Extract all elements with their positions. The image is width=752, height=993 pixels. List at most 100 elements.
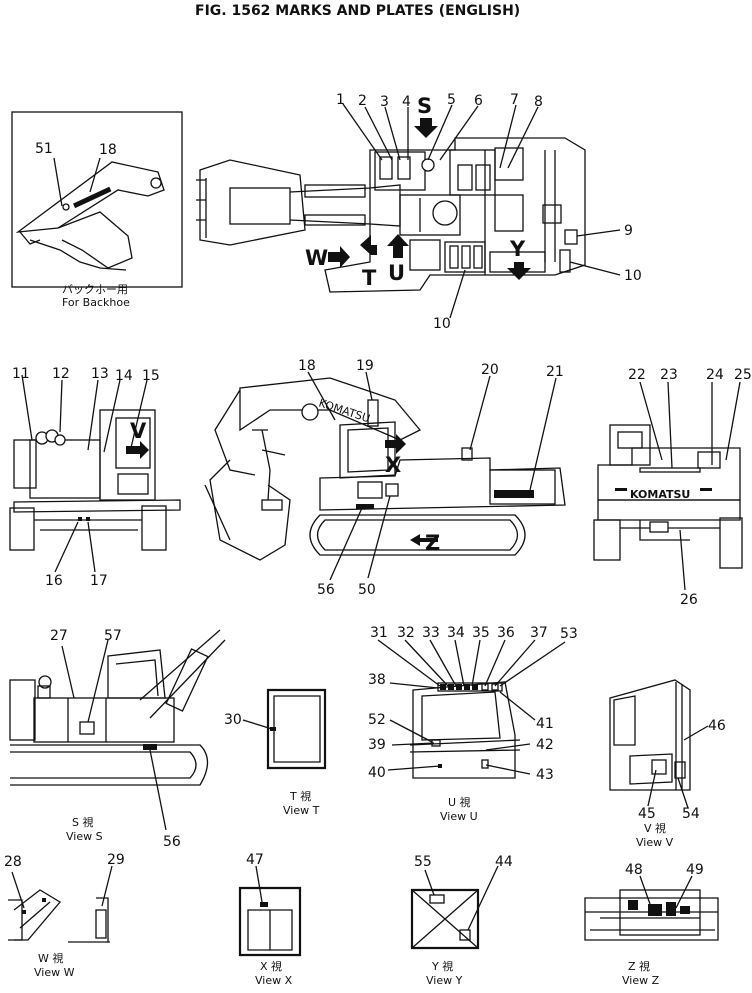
callout-16: 16: [45, 573, 63, 589]
callout-52: 52: [368, 712, 386, 728]
callout-42: 42: [536, 737, 554, 753]
callout-46: 46: [708, 718, 726, 734]
inset-caption-jp: バックホー用: [62, 283, 128, 296]
view-w-label-jp: W 視: [38, 951, 63, 965]
callout-55: 55: [414, 854, 432, 870]
callout-47: 47: [246, 852, 264, 868]
view-s: 27 57 56 S 視 View S: [9, 628, 226, 850]
callout-23: 23: [660, 367, 678, 383]
callout-19: 19: [356, 358, 374, 374]
callout-25: 25: [734, 367, 752, 383]
callout-51: 51: [35, 141, 53, 157]
view-y-label-jp: Y 視: [431, 959, 453, 973]
figure-title: FIG. 1562 MARKS AND PLATES (ENGLISH): [195, 3, 520, 19]
brand-text-front: KOMATSU: [630, 488, 690, 501]
callout-14: 14: [115, 368, 133, 384]
callout-18-side: 18: [298, 358, 316, 374]
callout-17: 17: [90, 573, 108, 589]
brand-text-boom: KOMATSU: [317, 396, 372, 425]
callout-45: 45: [638, 806, 656, 822]
callout-32: 32: [397, 625, 415, 641]
arrow-letter-v: V: [130, 419, 147, 443]
view-t-label-en: View T: [283, 804, 320, 817]
inset-backhoe: 51 18 バックホー用 For Backhoe: [11, 111, 183, 309]
arrow-letter-z: Z: [425, 531, 440, 555]
view-v-label-jp: V 視: [644, 821, 666, 835]
view-y-label-en: View Y: [426, 974, 463, 987]
callout-12: 12: [52, 366, 70, 382]
callout-20: 20: [481, 362, 499, 378]
callout-9: 9: [624, 223, 633, 239]
view-z-label-en: View Z: [622, 974, 660, 987]
callout-39: 39: [368, 737, 386, 753]
callout-28: 28: [4, 854, 22, 870]
callout-37: 37: [530, 625, 548, 641]
callout-48: 48: [625, 862, 643, 878]
top-view-machine: S W T U Y 1 2 3 4 5 6 7 8 9 10 10: [196, 92, 642, 332]
view-v: 46 45 54 V 視 View V: [609, 679, 726, 849]
callout-21: 21: [546, 364, 564, 380]
callout-49: 49: [686, 862, 704, 878]
view-x-label-en: View X: [255, 974, 293, 987]
callout-34: 34: [447, 625, 465, 641]
front-view-right: KOMATSU 22 23 24 25 26: [593, 367, 752, 608]
callout-56-side: 56: [317, 582, 335, 598]
view-x: 47 X 視 View X: [238, 852, 302, 987]
callout-40: 40: [368, 765, 386, 781]
callout-3: 3: [380, 94, 389, 110]
callout-7: 7: [510, 92, 519, 108]
callout-56-view-s: 56: [163, 834, 181, 850]
view-s-label-en: View S: [66, 830, 103, 843]
view-w-label-en: View W: [34, 966, 75, 979]
callout-50: 50: [358, 582, 376, 598]
callout-41: 41: [536, 716, 554, 732]
callout-13: 13: [91, 366, 109, 382]
callout-22: 22: [628, 367, 646, 383]
view-x-label-jp: X 視: [260, 959, 282, 973]
arrow-letter-s: S: [417, 94, 432, 118]
callout-36: 36: [497, 625, 515, 641]
callout-18-inset: 18: [99, 142, 117, 158]
view-y: 55 44 Y 視 View Y: [410, 854, 513, 987]
callout-53: 53: [560, 626, 578, 642]
view-z: 48 49 Z 視 View Z: [584, 862, 719, 987]
callout-54: 54: [682, 806, 700, 822]
view-z-label-jp: Z 視: [628, 959, 650, 973]
callout-29: 29: [107, 852, 125, 868]
callout-27: 27: [50, 628, 68, 644]
callout-1: 1: [336, 92, 345, 108]
view-w: 28 29 W 視 View W: [4, 852, 125, 979]
callout-30: 30: [224, 712, 242, 728]
view-v-label-en: View V: [636, 836, 674, 849]
rear-view-left: V 11 12 13 14 15 16 17: [9, 366, 181, 589]
callout-33: 33: [422, 625, 440, 641]
callout-6: 6: [474, 93, 483, 109]
callout-2: 2: [358, 93, 367, 109]
callout-26: 26: [680, 592, 698, 608]
callout-57: 57: [104, 628, 122, 644]
view-u-label-jp: U 視: [448, 795, 471, 809]
arrow-letter-y: Y: [509, 237, 526, 261]
view-t: 30 T 視 View T: [224, 688, 327, 817]
callout-15: 15: [142, 368, 160, 384]
side-view-machine: KOMATSU X Z 18 19 20 21 56: [204, 358, 566, 598]
callout-11: 11: [12, 366, 30, 382]
callout-4: 4: [402, 94, 411, 110]
callout-38: 38: [368, 672, 386, 688]
arrow-letter-u: U: [388, 261, 405, 285]
inset-caption-en: For Backhoe: [62, 296, 130, 309]
callout-5: 5: [447, 92, 456, 108]
callout-31: 31: [370, 625, 388, 641]
arrow-letter-w: W: [305, 246, 328, 270]
view-u-label-en: View U: [440, 810, 478, 823]
view-t-label-jp: T 視: [289, 789, 311, 803]
view-u: 31 32 33 34 35 36 37 53 38 41 52 39 42 4…: [368, 625, 578, 823]
callout-8: 8: [534, 94, 543, 110]
arrow-letter-t: T: [362, 266, 377, 290]
callout-10-bottom: 10: [433, 316, 451, 332]
callout-44: 44: [495, 854, 513, 870]
callout-35: 35: [472, 625, 490, 641]
callout-24: 24: [706, 367, 724, 383]
callout-10-right: 10: [624, 268, 642, 284]
